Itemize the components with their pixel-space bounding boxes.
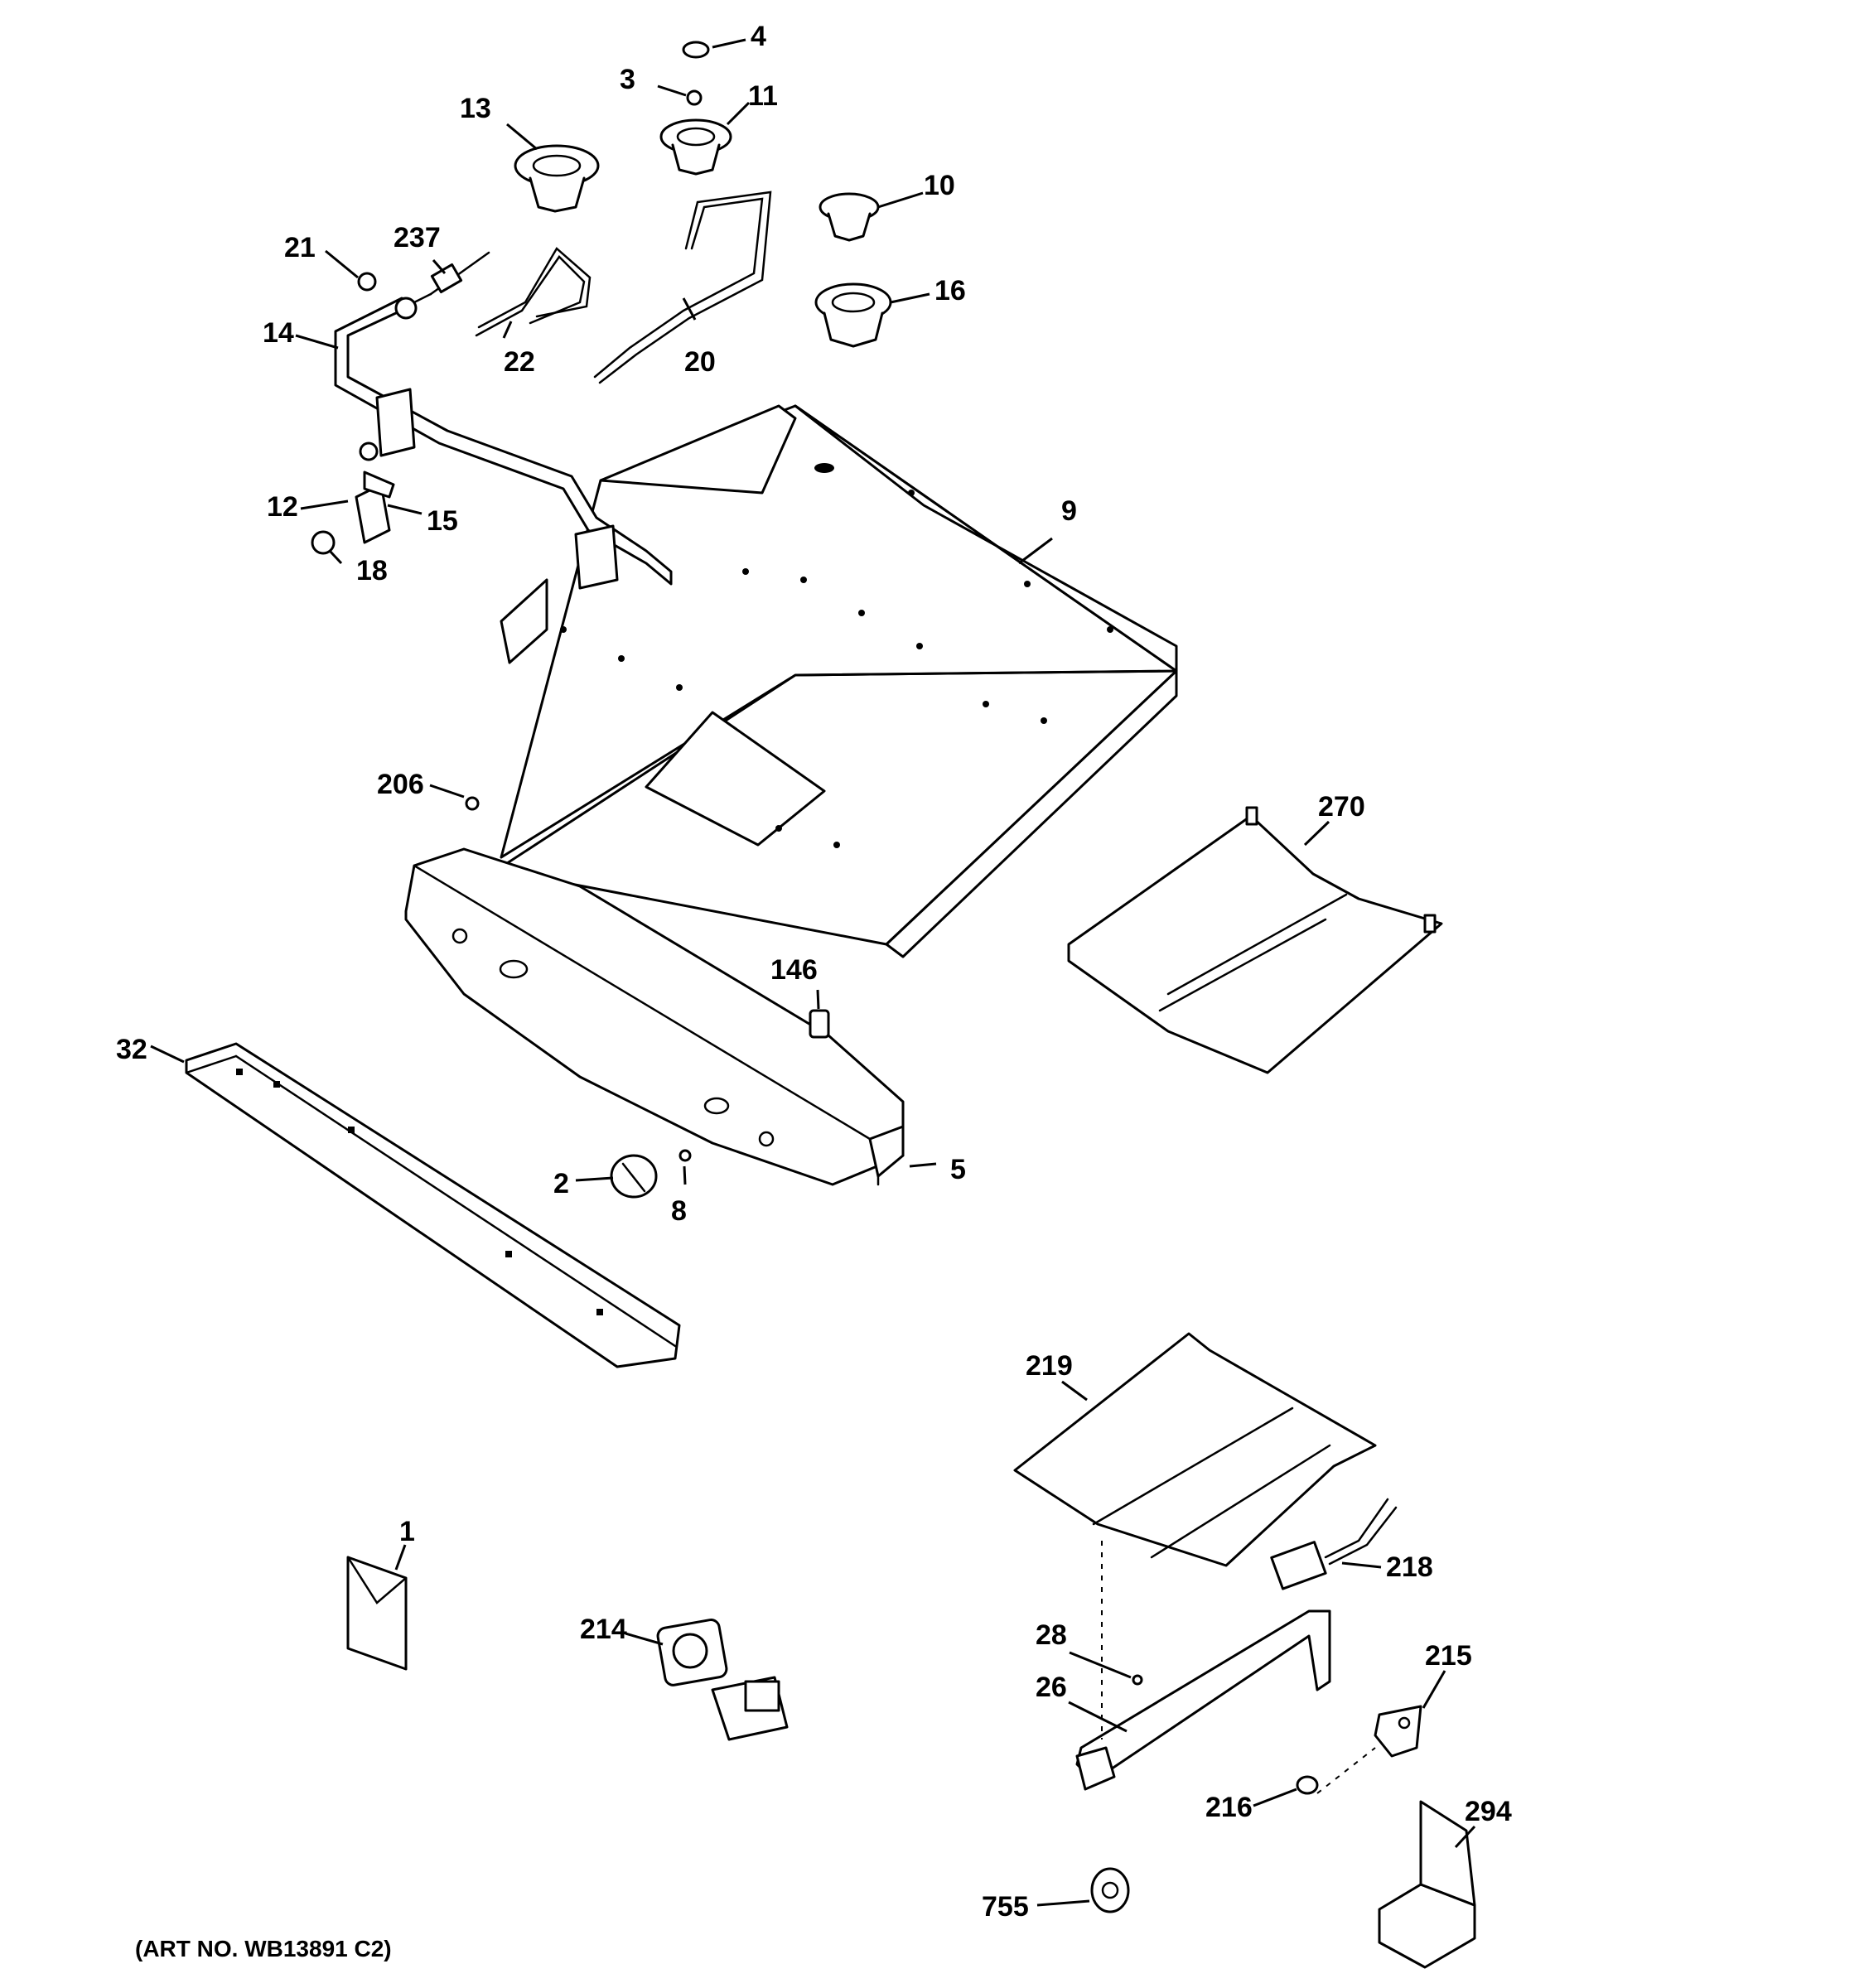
gas-manifold [334,292,673,590]
sensor-bracket [1374,1705,1422,1758]
label-32: 32 [116,1034,147,1065]
label-21: 21 [284,232,316,263]
knob-2 [610,1154,658,1199]
burner-head-10 [819,192,880,242]
broiler-pan [1067,806,1443,1074]
trim-strip [185,1042,681,1368]
oven-burner [1075,1609,1331,1791]
label-237: 237 [394,222,441,253]
part-labels: 4 3 11 13 10 16 21 237 14 22 20 9 12 15 … [116,21,1512,1923]
burner-head-11 [659,118,732,176]
label-270: 270 [1318,791,1365,823]
label-22: 22 [504,346,535,378]
label-219: 219 [1026,1350,1073,1382]
label-13: 13 [460,93,491,124]
label-755: 755 [982,1891,1029,1923]
label-20: 20 [684,346,716,378]
gas-valve [656,1619,789,1741]
screw-8 [678,1149,692,1162]
label-10: 10 [924,170,955,201]
label-2: 2 [553,1168,569,1199]
label-4: 4 [751,21,766,52]
control-panel [404,847,905,1186]
burner-box [495,404,1178,958]
burner-box-holes [560,463,1113,848]
label-8: 8 [671,1195,687,1227]
screw-206 [465,796,480,811]
burner-tube-20 [593,191,772,384]
label-26: 26 [1036,1672,1067,1703]
label-12: 12 [267,491,298,523]
label-1: 1 [399,1516,415,1547]
label-5: 5 [950,1154,966,1185]
shield [1378,1800,1476,1969]
label-146: 146 [770,954,818,986]
valve-bracket [355,442,395,544]
art-number-caption: (ART NO. WB13891 C2) [135,1936,392,1961]
baffle [1013,1332,1377,1567]
nut-18 [311,530,336,555]
label-294: 294 [1465,1796,1512,1827]
label-18: 18 [356,555,388,586]
label-28: 28 [1036,1619,1067,1651]
label-218: 218 [1386,1551,1433,1583]
label-9: 9 [1061,495,1077,527]
label-215: 215 [1425,1640,1472,1672]
leader-lines [150,38,1476,1907]
screw-28 [1132,1674,1143,1686]
label-216: 216 [1205,1792,1253,1823]
burner-tube-22 [475,247,592,337]
screw-21 [357,272,377,292]
label-3: 3 [620,64,635,95]
thermal-switch [1090,1867,1130,1913]
label-214: 214 [580,1614,627,1645]
screw-3 [686,89,703,106]
label-11: 11 [748,80,778,112]
label-15: 15 [427,505,458,537]
burner-head-16 [814,282,892,348]
nut-4 [682,41,710,59]
clip-146 [809,1009,830,1039]
orifice-fitting [429,251,490,296]
label-16: 16 [934,275,966,306]
literature-pack [346,1556,408,1671]
washer-216 [1296,1775,1319,1795]
label-206: 206 [377,769,424,800]
igniter [1270,1498,1398,1590]
label-14: 14 [263,317,294,349]
burner-head-13 [514,144,600,213]
